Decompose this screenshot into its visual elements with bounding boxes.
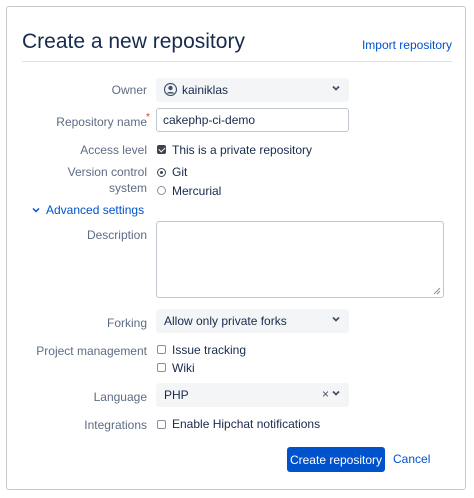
access-level-label: Access level (80, 143, 147, 157)
cancel-link[interactable]: Cancel (393, 452, 431, 466)
description-textarea[interactable] (156, 221, 444, 298)
chevron-down-icon (332, 316, 340, 322)
language-label: Language (93, 390, 147, 404)
vcs-git-radio[interactable] (157, 168, 166, 177)
integrations-label: Integrations (84, 418, 147, 432)
import-repository-link[interactable]: Import repository (361, 38, 452, 52)
create-repository-button[interactable]: Create repository (287, 447, 385, 472)
wiki-checkbox[interactable] (157, 363, 166, 372)
forking-value: Allow only private forks (164, 314, 287, 328)
language-select[interactable]: PHP × (156, 383, 349, 407)
advanced-settings-label: Advanced settings (46, 203, 145, 217)
hipchat-checkbox[interactable] (157, 420, 166, 429)
vcs-label-line1: Version control (67, 165, 147, 179)
required-marker: * (146, 112, 150, 123)
header-divider (22, 61, 452, 62)
vcs-git-text: Git (172, 165, 188, 179)
forking-label: Forking (106, 316, 147, 330)
owner-label: Owner (111, 83, 147, 97)
repo-name-label: Repository name (56, 115, 147, 129)
description-label: Description (86, 228, 147, 242)
resize-grip-icon[interactable] (433, 287, 441, 295)
chevron-down-icon (332, 390, 340, 396)
advanced-settings-toggle[interactable]: Advanced settings (32, 203, 144, 217)
wiki-text: Wiki (172, 361, 195, 375)
repo-name-input[interactable]: cakephp-ci-demo (156, 108, 349, 132)
vcs-mercurial-text: Mercurial (172, 184, 222, 198)
vcs-mercurial-radio[interactable] (157, 186, 166, 195)
owner-value: kainiklas (182, 83, 229, 97)
page-title: Create a new repository (22, 30, 245, 53)
chevron-down-icon (32, 207, 40, 213)
hipchat-text: Enable Hipchat notifications (172, 417, 321, 431)
clear-icon[interactable]: × (321, 387, 329, 401)
vcs-label-line2: system (108, 181, 147, 195)
owner-select[interactable]: kainiklas (156, 78, 349, 102)
issue-tracking-checkbox[interactable] (157, 345, 166, 354)
chevron-down-icon (332, 85, 340, 91)
language-value: PHP (164, 388, 189, 402)
private-repo-text: This is a private repository (172, 143, 313, 157)
issue-tracking-text: Issue tracking (172, 343, 247, 357)
forking-select[interactable]: Allow only private forks (156, 309, 349, 333)
project-management-label: Project management (36, 344, 147, 358)
user-avatar-icon (164, 83, 177, 96)
private-repo-checkbox[interactable] (157, 145, 166, 154)
